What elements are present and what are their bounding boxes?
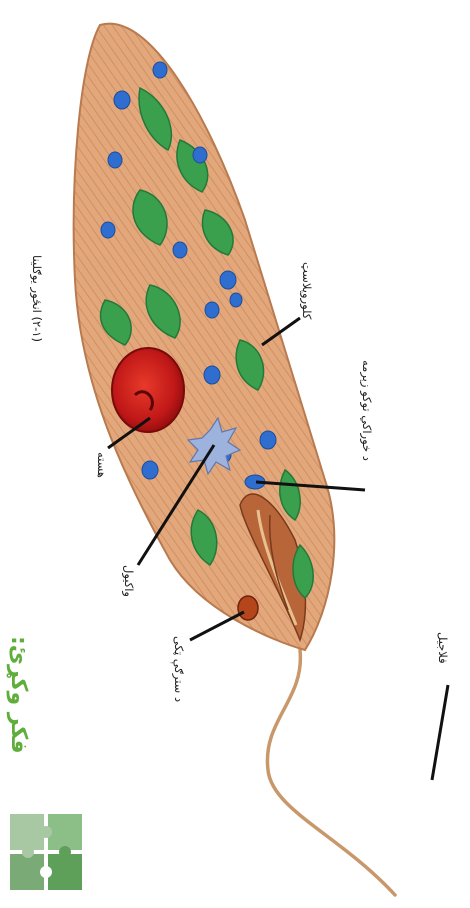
figure-caption: (۲-۱) انځور یوګلینا — [30, 255, 44, 342]
think-heading: فکر وکړئ: — [6, 636, 31, 754]
label-nucleus: هسته — [95, 452, 109, 478]
label-vacuole: واکیول — [122, 565, 136, 597]
label-eyespot: د سترګې ټکی — [172, 636, 186, 702]
flagellum — [267, 650, 395, 895]
label-flagellum: فلاجیل — [436, 632, 450, 664]
leader-flagellum — [432, 685, 448, 780]
label-food-storage: د خوراکي توکو زېرمه — [360, 360, 374, 461]
leader-eyespot — [190, 612, 244, 640]
label-chloroplast: کلوروپلاسټ — [300, 262, 314, 319]
puzzle-icon — [8, 812, 84, 896]
eyespot — [238, 596, 258, 620]
